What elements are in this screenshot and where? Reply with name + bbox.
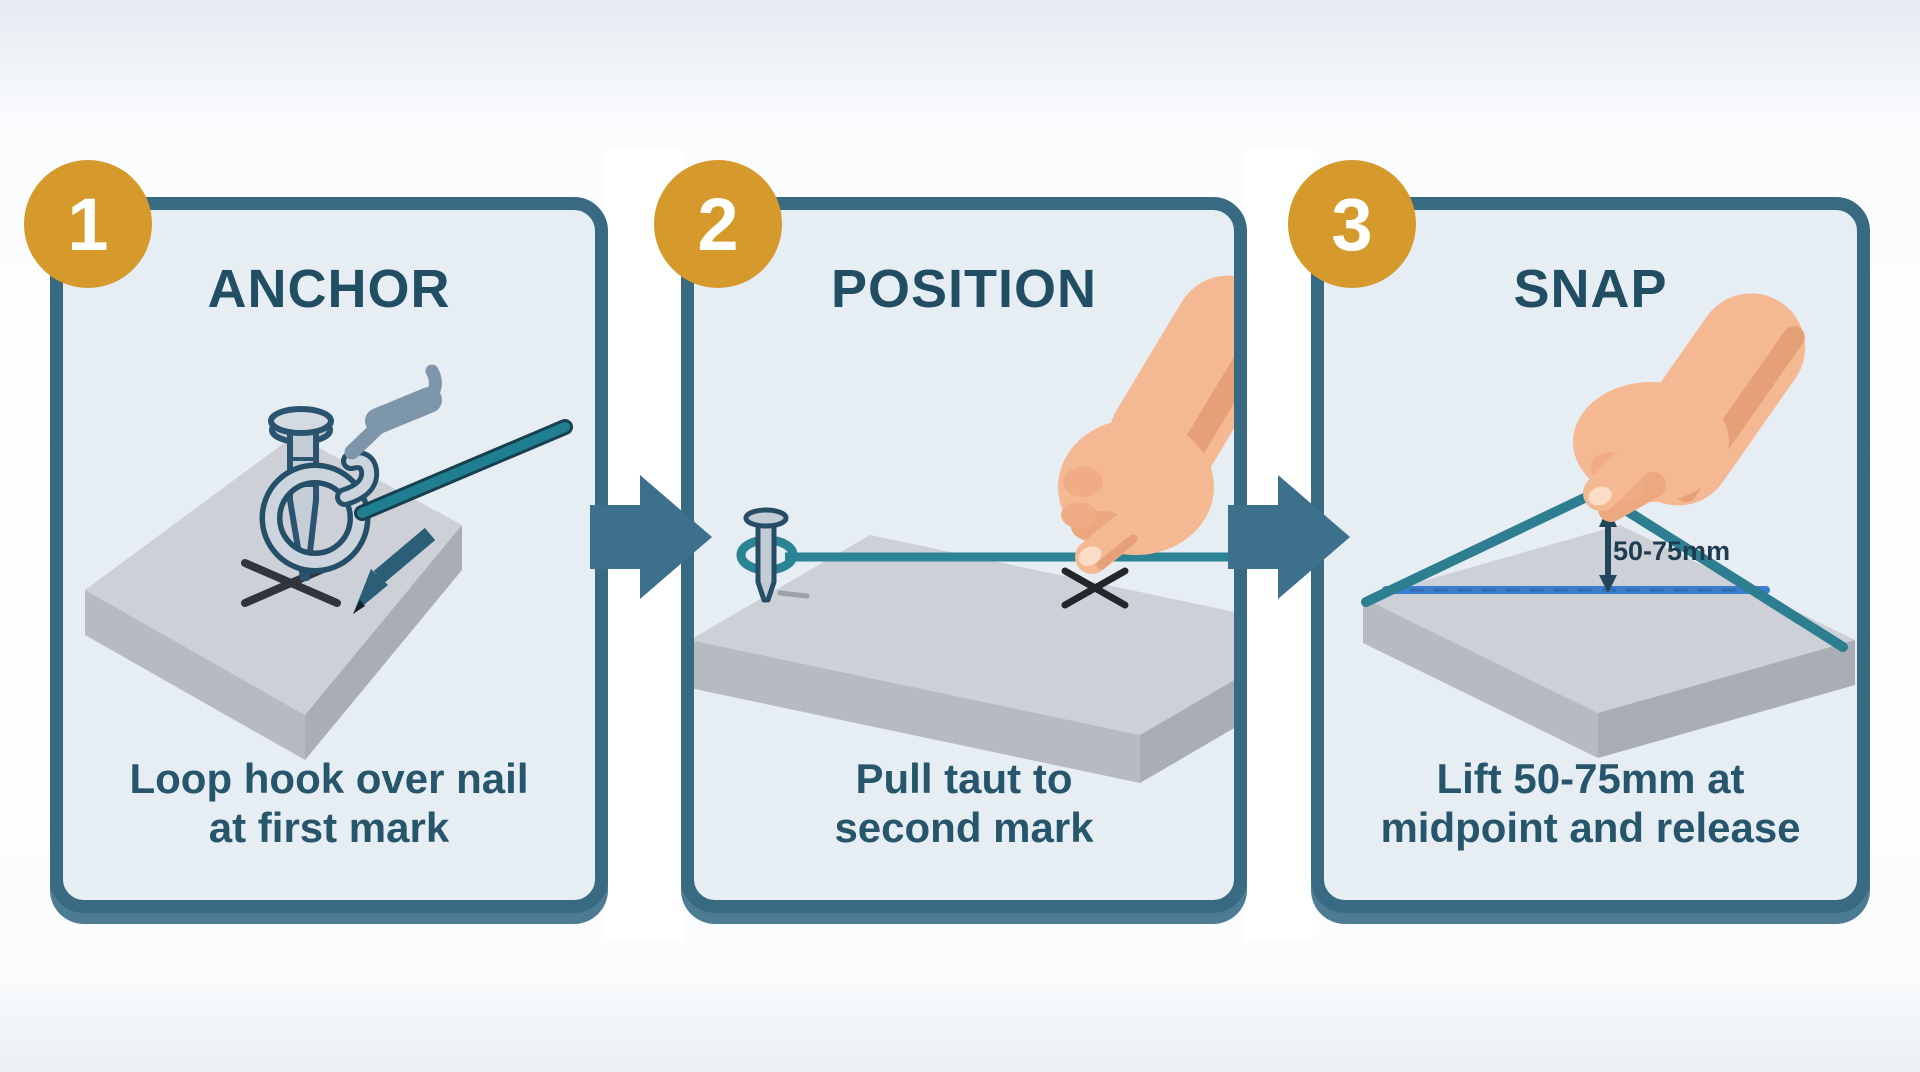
snap-illustration — [1361, 293, 1855, 758]
anchor-illustration — [85, 364, 573, 760]
step-card-anchor: ANCHOR Loop hook over nail at first mark — [50, 197, 608, 913]
caption-line: Loop hook over nail — [129, 755, 529, 802]
surface-slab — [1363, 525, 1855, 758]
lifted-chalk-line — [1361, 487, 1848, 652]
step-caption: Pull taut to second mark — [694, 754, 1234, 852]
next-step-arrow-icon — [1228, 475, 1350, 599]
pencil-icon — [353, 527, 436, 614]
x-mark — [1061, 567, 1129, 609]
step-card-position: POSITION Pull taut to second mark — [681, 197, 1247, 913]
step-number-badge: 2 — [654, 160, 782, 288]
step-caption: Loop hook over nail at first mark — [63, 754, 595, 852]
nail-icon — [743, 507, 810, 603]
caption-line: Pull taut to — [855, 755, 1073, 802]
caption-line: midpoint and release — [1380, 804, 1801, 851]
caption-line: at first mark — [208, 804, 450, 851]
step-title: POSITION — [830, 259, 1098, 319]
caption-line: second mark — [834, 804, 1094, 851]
hammer-icon — [344, 364, 442, 460]
caption-line: Lift 50-75mm at — [1436, 755, 1745, 802]
hook-icon — [259, 450, 380, 574]
next-step-arrow-icon — [590, 475, 712, 599]
step-number-badge: 1 — [24, 160, 152, 288]
hand-illustration — [1058, 275, 1234, 574]
chalk-line — [354, 419, 573, 521]
step-card-snap: SNAP 50-75mm Lift 50-75mm at midpoint an… — [1311, 197, 1870, 913]
step-title: ANCHOR — [207, 259, 451, 319]
step-caption: Lift 50-75mm at midpoint and release — [1324, 754, 1857, 852]
measurement-label: 50-75mm — [1613, 536, 1731, 566]
step-number-badge: 3 — [1288, 160, 1416, 288]
hand-illustration — [1573, 293, 1806, 522]
position-illustration — [694, 275, 1234, 783]
step-title: SNAP — [1513, 259, 1668, 319]
